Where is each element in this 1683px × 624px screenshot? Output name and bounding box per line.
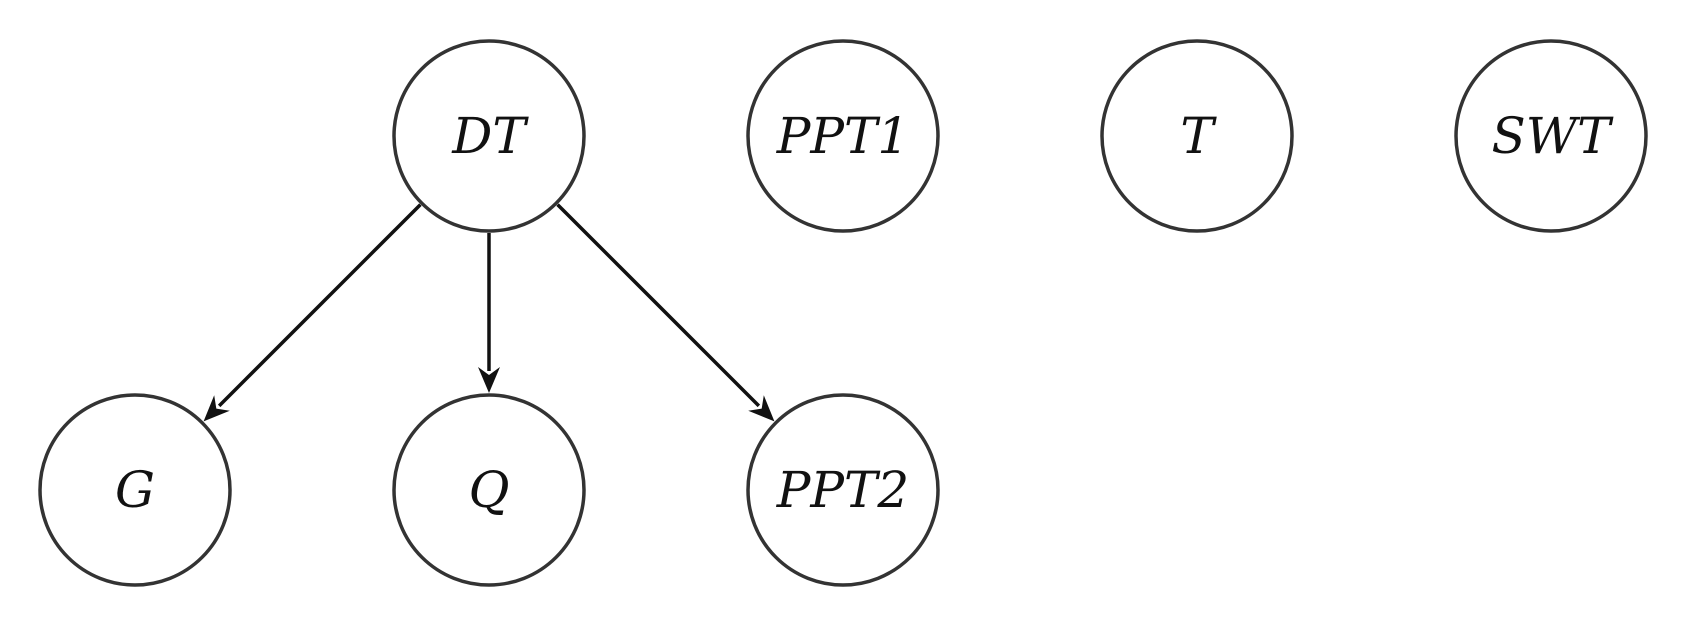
node-ppt2: PPT2 — [746, 393, 940, 587]
node-circle — [746, 393, 940, 587]
node-circle — [1454, 39, 1648, 233]
edge-dt-to-q — [478, 233, 500, 393]
node-label: Q — [469, 461, 510, 519]
node-label: PPT1 — [776, 107, 909, 165]
node-label: DT — [451, 107, 529, 165]
node-circle — [38, 393, 232, 587]
node-label: SWT — [1492, 107, 1615, 165]
edge-line — [217, 203, 422, 408]
edge-line — [556, 203, 761, 408]
node-dt: DT — [392, 39, 586, 233]
node-q: Q — [392, 393, 586, 587]
edges-layer — [203, 203, 775, 422]
node-swt: SWT — [1454, 39, 1648, 233]
arrowhead-icon — [748, 395, 775, 422]
node-label: PPT2 — [776, 461, 909, 519]
node-ppt1: PPT1 — [746, 39, 940, 233]
node-label: T — [1180, 107, 1217, 165]
node-circle — [392, 393, 586, 587]
node-t: T — [1100, 39, 1294, 233]
node-g: G — [38, 393, 232, 587]
node-circle — [392, 39, 586, 233]
node-circle — [1100, 39, 1294, 233]
nodes-layer: DT PPT1 T SWT G Q PPT2 — [38, 39, 1648, 587]
node-label: G — [115, 461, 155, 519]
arrowhead-icon — [478, 367, 500, 393]
node-circle — [746, 39, 940, 233]
edge-dt-to-ppt2 — [556, 203, 775, 422]
edge-dt-to-g — [203, 203, 422, 422]
arrowhead-icon — [203, 395, 230, 422]
